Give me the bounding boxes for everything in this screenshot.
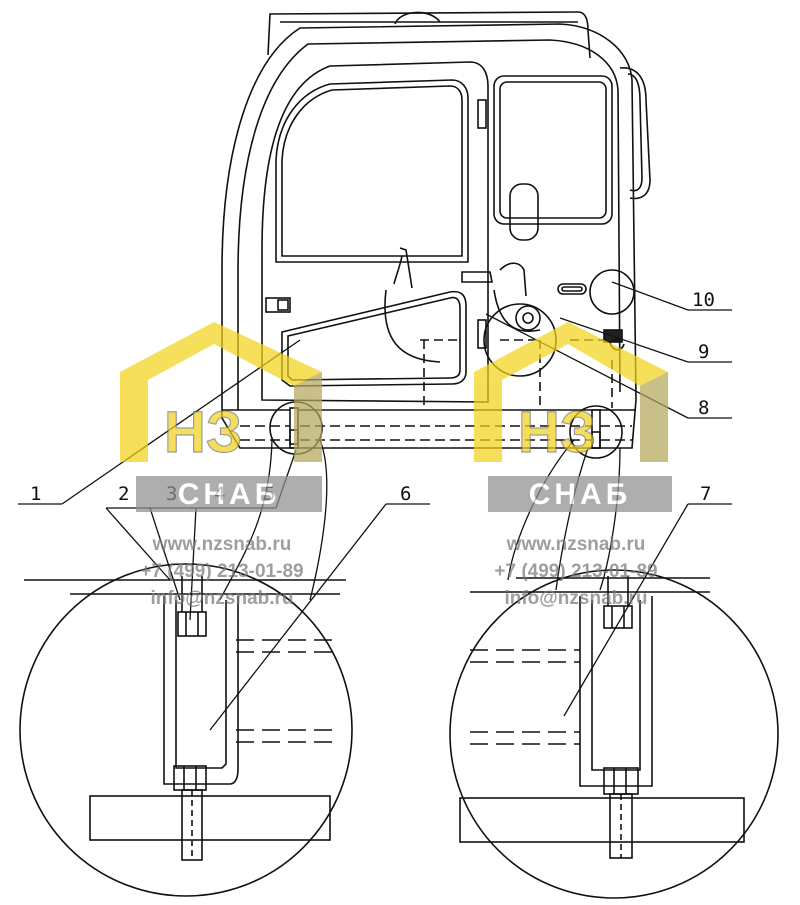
watermark-website-right: www.nzsnab.ru	[506, 534, 646, 555]
watermark-email-left: info@nzsnab.ru	[150, 588, 293, 609]
door-outline	[261, 61, 489, 403]
watermark-left: НЗ СНАБ www.nzsnab.ru +7 (499) 213-01-89…	[120, 322, 322, 609]
detail-view-left	[19, 563, 353, 897]
watermark-brand-band-right	[488, 476, 672, 512]
watermark-right: НЗ СНАБ www.nzsnab.ru +7 (499) 213-01-89…	[474, 322, 672, 609]
detail-circle-right-small	[569, 405, 623, 459]
watermark-phone-right: +7 (499) 213-01-89	[494, 561, 657, 582]
callout-6: 6	[400, 483, 411, 505]
watermark-brand-band-left	[136, 476, 322, 512]
roof-rail	[267, 11, 591, 59]
watermark-brand-left: СНАБ	[178, 478, 281, 511]
detail-circle-right-large	[449, 569, 779, 899]
callout-7: 7	[700, 483, 711, 505]
watermark-email-right: info@nzsnab.ru	[504, 588, 647, 609]
watermark-logo-house-left	[120, 322, 322, 462]
callout-10: 10	[692, 289, 715, 311]
door-lower-panel	[281, 290, 467, 387]
door-window	[275, 79, 469, 263]
cab-inner-outline	[237, 39, 621, 410]
detail-view-right	[449, 569, 779, 899]
watermark-website-left: www.nzsnab.ru	[152, 534, 292, 555]
grab-handle	[619, 67, 651, 200]
pivot-outer	[515, 305, 541, 331]
watermark-logo-letters-right: НЗ	[518, 400, 596, 465]
part-10-circle	[589, 269, 635, 315]
callout-9: 9	[698, 341, 709, 363]
watermark-phone-left: +7 (499) 213-01-89	[140, 561, 303, 582]
callout-2: 2	[118, 483, 129, 505]
side-window	[493, 75, 613, 225]
detail-circle-left-large	[19, 563, 353, 897]
watermark-logo-letters-left: НЗ	[164, 400, 242, 465]
cab-drawing	[221, 11, 651, 459]
callout-8: 8	[698, 397, 709, 419]
pivot-inner	[522, 312, 534, 324]
watermark-logo-house-right	[474, 322, 668, 462]
watermark-brand-right: СНАБ	[529, 478, 632, 511]
callout-1: 1	[30, 483, 41, 505]
